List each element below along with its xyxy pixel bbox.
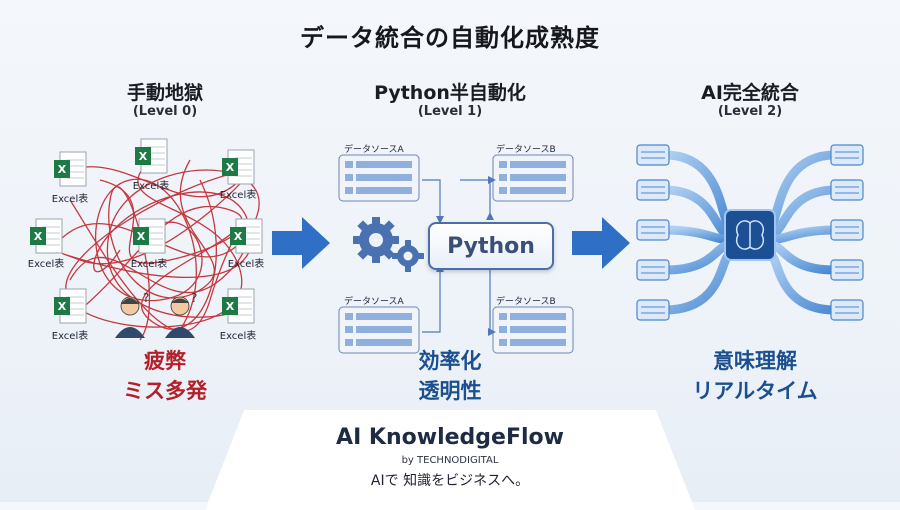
excel-label: Excel表 (132, 181, 170, 192)
level2-subtitle: (Level 2) (717, 104, 783, 119)
excel-file-5: X (131, 217, 167, 259)
excel-letter: X (226, 300, 235, 313)
excel-file-4: X (28, 217, 64, 259)
excel-letter: X (139, 150, 148, 163)
level1-title: Python半自動化 (374, 82, 526, 104)
brand-panel (205, 410, 695, 510)
svg-text:?: ? (191, 291, 197, 305)
source-a-label: データソースA (344, 297, 404, 307)
spreadsheet-icon: X (222, 149, 255, 185)
excel-label: Excel表 (51, 194, 89, 205)
excel-label: Excel表 (219, 190, 257, 201)
excel-file-3: X (220, 148, 256, 190)
gears-icon (353, 217, 424, 272)
excel-letter: X (34, 230, 43, 243)
spreadsheet-icon: X (54, 288, 87, 324)
source-a-label: データソースA (344, 145, 404, 155)
data-table-icon (338, 306, 420, 354)
source-b-label: データソースB (496, 297, 556, 307)
data-table-icon (492, 306, 574, 354)
svg-text:?: ? (143, 291, 149, 305)
excel-letter: X (234, 230, 243, 243)
source-b-label: データソースB (496, 145, 556, 155)
excel-label: Excel表 (27, 259, 65, 270)
level0-subtitle: (Level 0) (132, 104, 198, 119)
arrow-right-icon (272, 217, 330, 269)
spreadsheet-icon: X (222, 288, 255, 324)
stressed-workers-icon: ? ? (115, 291, 197, 338)
brand-tagline: AIで 知識をビジネスへ。 (370, 473, 530, 489)
excel-letter: X (226, 161, 235, 174)
excel-label: Excel表 (227, 259, 265, 270)
page-title: データ統合の自動化成熟度 (300, 24, 600, 52)
level2-title: AI完全統合 (701, 82, 799, 104)
ai-integration-network (636, 144, 864, 321)
excel-file-8: X (220, 287, 256, 329)
spreadsheet-icon: X (230, 218, 263, 254)
level0-result-1: 疲弊 (144, 349, 186, 373)
level2-result-2: リアルタイム (692, 379, 818, 403)
excel-file-7: X (52, 287, 88, 329)
data-table-icon (492, 154, 574, 202)
excel-label: Excel表 (51, 331, 89, 342)
level1-result-1: 効率化 (418, 349, 482, 373)
brand-byline: by TECHNODIGITAL (401, 455, 499, 466)
level2-result-1: 意味理解 (713, 349, 797, 373)
excel-label: Excel表 (219, 331, 257, 342)
spreadsheet-icon: X (135, 138, 168, 174)
excel-letter: X (58, 300, 67, 313)
excel-file-2: X (133, 137, 169, 179)
excel-file-6: X (228, 217, 264, 259)
flow-connectors (422, 176, 496, 336)
excel-letter: X (137, 230, 146, 243)
spreadsheet-icon: X (133, 218, 166, 254)
excel-letter: X (58, 163, 67, 176)
level1-subtitle: (Level 1) (417, 104, 483, 119)
arrow-right-icon (572, 217, 630, 269)
excel-file-1: X (52, 150, 88, 192)
level1-result-2: 透明性 (418, 379, 482, 403)
spreadsheet-icon: X (30, 218, 63, 254)
brand-name: AI KnowledgeFlow (336, 425, 564, 450)
excel-label: Excel表 (130, 259, 168, 270)
python-label-box: Python (428, 222, 554, 270)
data-table-icon (338, 154, 420, 202)
level0-result-2: ミス多発 (123, 379, 207, 403)
level0-title: 手動地獄 (126, 82, 203, 104)
spreadsheet-icon: X (54, 151, 87, 187)
